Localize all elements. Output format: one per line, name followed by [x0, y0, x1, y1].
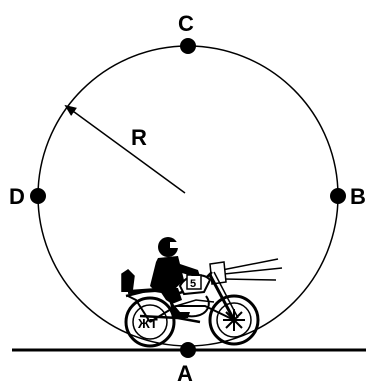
radius-arrow: [64, 104, 186, 194]
point-marker-right: [330, 188, 346, 204]
point-label-bottom: A: [177, 361, 193, 385]
loop-circle: [37, 45, 339, 347]
rider-icon: [150, 237, 200, 318]
point-label-top: C: [178, 11, 194, 36]
motorcycle-icon: ЖT 5: [121, 258, 283, 348]
number-plate-text: 5: [190, 278, 196, 290]
point-label-right: B: [350, 184, 366, 209]
radius-label: R: [131, 125, 147, 150]
point-marker-bottom: [180, 342, 196, 358]
point-marker-top: [180, 38, 196, 54]
point-marker-left: [30, 188, 46, 204]
point-label-left: D: [9, 184, 25, 209]
